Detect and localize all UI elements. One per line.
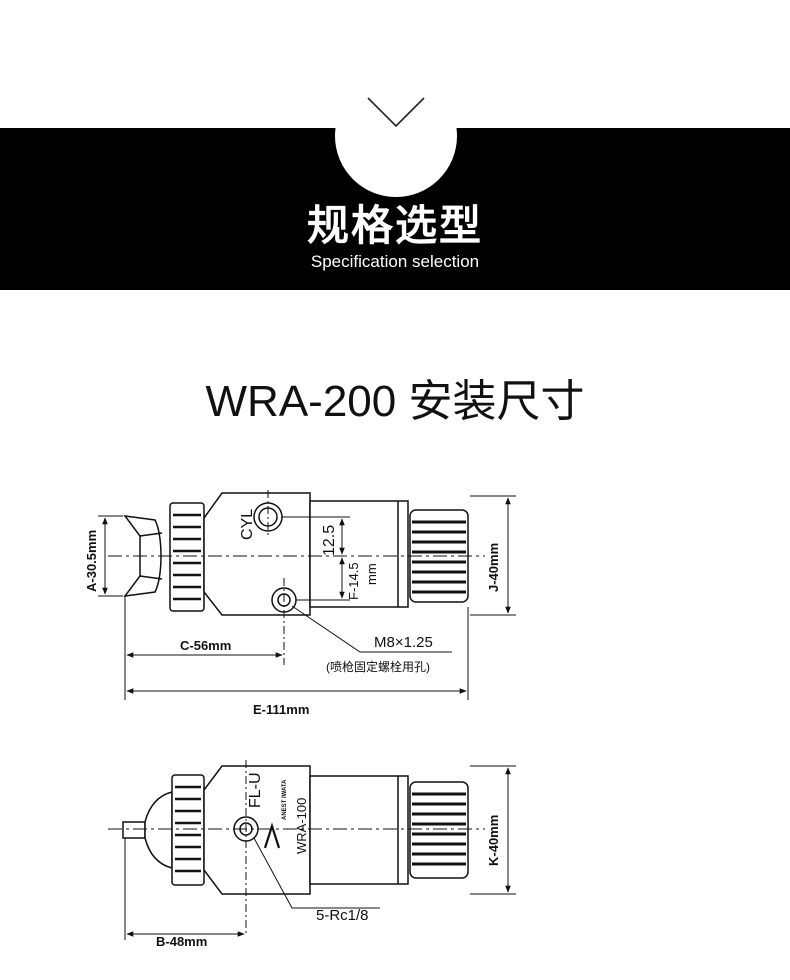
label-flu: FL-U [247, 772, 264, 808]
label-a: A-30.5mm [84, 530, 99, 592]
top-view [98, 490, 516, 700]
label-k: K-40mm [486, 815, 501, 866]
cylinder-body [309, 500, 409, 608]
brand-logo [263, 822, 281, 849]
chevron-down-icon [367, 97, 425, 128]
knurled-ring-2 [171, 774, 205, 886]
label-j: J-40mm [486, 543, 501, 592]
label-brand: ANEST IWATA [282, 779, 288, 820]
label-model: WRA-100 [294, 798, 309, 854]
nozzle-tip [122, 821, 146, 839]
label-c: C-56mm [180, 638, 231, 653]
label-12-5: 12.5 [321, 525, 338, 556]
label-thread-note: (喷枪固定螺栓用孔) [326, 659, 430, 674]
header-notch [335, 75, 457, 197]
cylinder-body-2 [309, 775, 409, 885]
label-f: F-14.5 [346, 562, 361, 600]
label-b: B-48mm [156, 934, 207, 949]
label-port: 5-Rc1/8 [316, 907, 369, 924]
label-f-unit: mm [364, 563, 379, 585]
knurled-ring [169, 502, 205, 612]
bottom-view [108, 760, 516, 940]
header-title: 规格选型 [306, 201, 483, 250]
label-cyl: CYL [239, 509, 256, 540]
label-e: E-111mm [253, 702, 309, 717]
section-title: WRA-200 安装尺寸 [205, 377, 585, 426]
header-subtitle: Specification selection [310, 252, 480, 271]
label-thread: M8×1.25 [374, 634, 433, 651]
